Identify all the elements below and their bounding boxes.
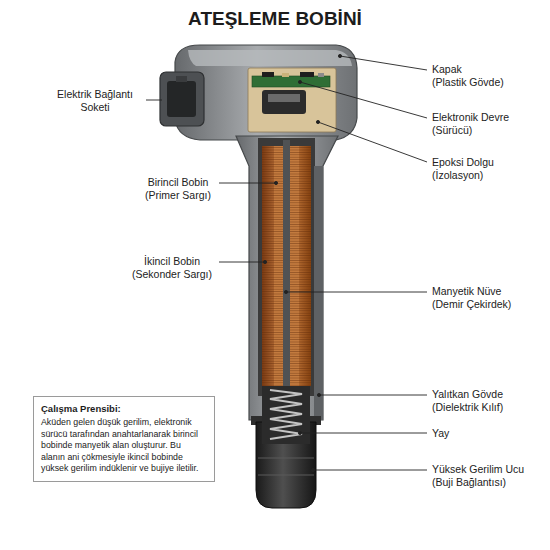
part-label: (Sürücü) bbox=[432, 124, 472, 137]
part-label: Birincil Bobin bbox=[148, 176, 209, 189]
tube-edge bbox=[314, 166, 323, 420]
part-label: (Plastik Gövde) bbox=[432, 76, 504, 89]
info-box: Çalışma Prensibi: Aküden gelen düşük geri… bbox=[33, 396, 215, 482]
part-label: Kapak bbox=[432, 63, 462, 76]
socket-key bbox=[176, 76, 187, 82]
boot-rib bbox=[258, 458, 314, 459]
part-label: Yüksek Gerilim Ucu bbox=[432, 463, 524, 476]
part-label: (İzolasyon) bbox=[432, 169, 483, 182]
spring-cavity bbox=[262, 386, 310, 444]
part-label: (Sekonder Sargı) bbox=[132, 268, 212, 281]
connector-socket bbox=[160, 72, 204, 126]
leader-line bbox=[219, 183, 276, 184]
part-label: Yay bbox=[432, 427, 449, 440]
part-label: (Dielektrik Kılıf) bbox=[432, 401, 503, 414]
leader-line bbox=[318, 122, 427, 162]
tube-interior bbox=[258, 138, 315, 396]
leader-line bbox=[319, 395, 427, 396]
chip bbox=[300, 72, 314, 77]
part-label: Epoksi Dolgu bbox=[432, 156, 494, 169]
epoxy-fill bbox=[248, 68, 336, 132]
leader-line bbox=[300, 82, 427, 118]
box-heading: Çalışma Prensibi: bbox=[41, 403, 207, 414]
part-label: (Primer Sargı) bbox=[145, 189, 211, 202]
part-label: Yalıtkan Gövde bbox=[432, 388, 503, 401]
leader-line bbox=[146, 100, 162, 101]
magnetic-core bbox=[283, 140, 290, 390]
part-label: Elektrik Bağlantı Soketi bbox=[56, 88, 135, 114]
part-label: Manyetik Nüve bbox=[432, 285, 501, 298]
part-label: (Demir Çekirdek) bbox=[432, 298, 511, 311]
circuit-board bbox=[252, 76, 330, 87]
leader-line bbox=[286, 292, 427, 293]
leader-line bbox=[313, 470, 427, 471]
diagram-title: ATEŞLEME BOBİNİ bbox=[0, 8, 550, 30]
spring bbox=[270, 390, 302, 439]
leader-dot bbox=[274, 181, 277, 184]
housing-neck bbox=[236, 136, 338, 420]
leader-dot bbox=[263, 260, 266, 263]
chip bbox=[318, 73, 324, 77]
boot-rib bbox=[258, 475, 314, 476]
core-cap-ring bbox=[268, 94, 300, 102]
box-body: Aküden gelen düşük gerilim, elektronik s… bbox=[41, 417, 207, 475]
socket-opening bbox=[167, 81, 196, 117]
leader-line bbox=[340, 56, 427, 70]
core-cap bbox=[262, 90, 306, 114]
part-label: Elektronik Devre bbox=[432, 111, 509, 124]
leader-line bbox=[219, 262, 265, 263]
chip bbox=[282, 73, 289, 77]
housing-top-face bbox=[188, 50, 352, 66]
part-label: (Buji Bağlantısı) bbox=[432, 476, 506, 489]
leader-line bbox=[300, 433, 427, 434]
part-label: İkincil Bobin bbox=[144, 255, 200, 268]
chip bbox=[262, 72, 274, 77]
